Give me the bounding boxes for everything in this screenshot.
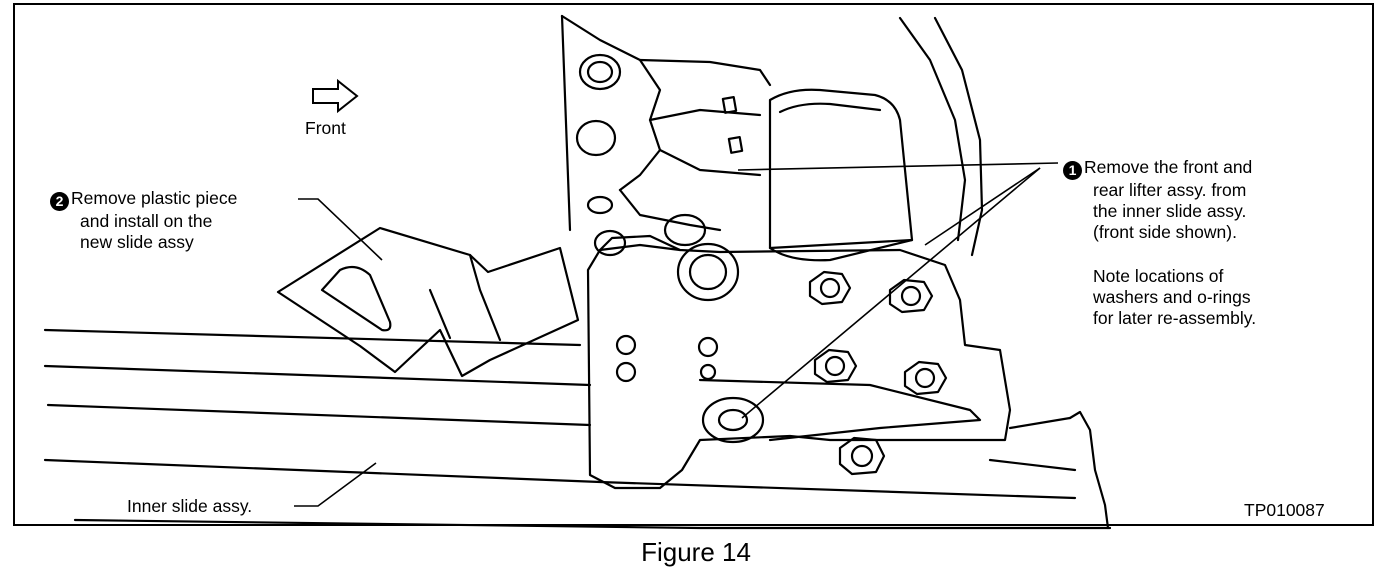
front-direction-label: Front [305,118,346,138]
figure-frame [13,3,1374,526]
callout-2-number: 2 [50,192,69,211]
plastic-piece [276,226,580,378]
inner-slide-label: Inner slide assy. [127,496,253,516]
hex-bolts [808,270,948,476]
curved-bracket [898,16,984,257]
figure-code: TP010087 [1244,500,1325,520]
motor-housing [768,88,914,262]
inner-slide-rail [43,328,1112,530]
upper-bracket [560,14,772,232]
lifter-bracket-plate [586,213,1012,490]
leader-lines [294,162,1059,507]
figure-caption: Figure 14 [641,537,751,567]
callout-1-number: 1 [1063,161,1082,180]
right-arrow-icon [312,78,359,114]
note-text: Note locations of washers and o-rings fo… [1093,266,1257,328]
